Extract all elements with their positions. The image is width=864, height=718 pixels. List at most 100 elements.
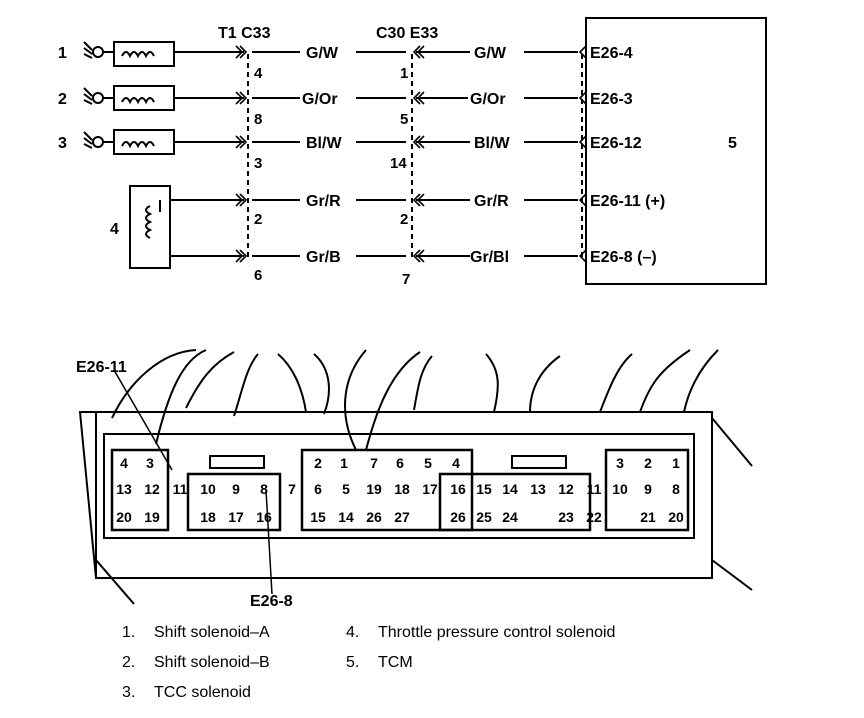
pin-number: 27 <box>394 509 410 525</box>
pin-number: 12 <box>144 481 160 497</box>
pin-number: 2 <box>644 455 652 471</box>
c30-pin-label: 7 <box>402 271 410 288</box>
pin-number: 18 <box>394 481 410 497</box>
pin-number: 4 <box>452 455 460 471</box>
solenoid-2-symbol <box>83 85 244 111</box>
pin-number: 6 <box>314 481 322 497</box>
pin-number: 25 <box>476 509 492 525</box>
pin-number: 15 <box>476 481 492 497</box>
pin-number: 1 <box>672 455 680 471</box>
component-number-2: 2 <box>58 91 67 108</box>
legend-item: 5. TCM <box>346 654 413 672</box>
connector-t1-label: T1 C33 <box>218 25 271 42</box>
legend-item: 1. Shift solenoid–A <box>122 624 270 642</box>
pin-number: 13 <box>116 481 132 497</box>
solenoid-3-symbol <box>83 129 244 155</box>
legend-number: 2. <box>122 654 136 671</box>
tcm-number: 5 <box>728 135 737 152</box>
pin-number: 23 <box>558 509 574 525</box>
pin-number: 24 <box>502 509 518 525</box>
pin-number: 26 <box>450 509 466 525</box>
connector-arrows <box>235 45 587 263</box>
connector-c30-label: C30 E33 <box>376 25 438 42</box>
pin-number: 20 <box>116 509 132 525</box>
component-number-1: 1 <box>58 45 67 62</box>
tcm-pin-label: E26-12 <box>590 135 642 152</box>
pin-number: 15 <box>310 509 326 525</box>
wire-label-left: Gr/B <box>306 249 341 266</box>
key-slot-right <box>511 455 567 469</box>
tcm-pin-label: E26-4 <box>590 45 633 62</box>
c30-pin-label: 1 <box>400 65 408 82</box>
pin-number: 10 <box>200 481 216 497</box>
pin-number: 10 <box>612 481 628 497</box>
wire-label-left: G/W <box>306 45 339 62</box>
pin-number: 19 <box>144 509 160 525</box>
callout-label-e26-8: E26-8 <box>250 593 293 610</box>
key-slot-left <box>209 455 265 469</box>
legend-text: Throttle pressure control solenoid <box>378 624 616 641</box>
pin-number: 8 <box>260 481 268 497</box>
legend-item: 3.TCC solenoid <box>122 684 251 702</box>
callout-line-e26-11 <box>113 369 173 471</box>
pin-group-right <box>604 448 690 532</box>
wire-label-right: Bl/W <box>474 135 510 152</box>
pin-number: 17 <box>228 509 244 525</box>
pin-number: 6 <box>396 455 404 471</box>
wires <box>252 51 578 257</box>
c30-pin-label: 5 <box>400 111 408 128</box>
solenoid-4-symbol <box>129 185 244 269</box>
pin-number: 3 <box>146 455 154 471</box>
legend-item: 4. Throttle pressure control solenoid <box>346 624 615 642</box>
pin-number: 20 <box>668 509 684 525</box>
pin-number: 9 <box>232 481 240 497</box>
tcm-pin-label: E26-8 (–) <box>590 249 657 266</box>
wire-label-right: G/Or <box>470 91 506 108</box>
legend-text: Shift solenoid–B <box>154 654 270 671</box>
legend: 1. Shift solenoid–A 2. Shift solenoid–B 3.… <box>122 624 722 716</box>
legend-number: 4. <box>346 624 360 641</box>
t1-pin-label: 2 <box>254 211 262 228</box>
pin-number: 3 <box>616 455 624 471</box>
pin-number: 11 <box>587 481 602 497</box>
callout-label-e26-11: E26-11 <box>76 359 127 376</box>
pin-number: 14 <box>502 481 518 497</box>
wire-label-left: Bl/W <box>306 135 342 152</box>
legend-number: 5. <box>346 654 360 671</box>
legend-item: 2. Shift solenoid–B <box>122 654 270 672</box>
pin-group-center-right <box>438 472 592 532</box>
pin-number: 16 <box>256 509 272 525</box>
wire-label-right: Gr/Bl <box>470 249 509 266</box>
wire-label-right: Gr/R <box>474 193 509 210</box>
tcm-pin-label: E26-3 <box>590 91 633 108</box>
pin-number: 4 <box>120 455 128 471</box>
pin-group-center-left <box>186 472 282 532</box>
t1-pin-label: 4 <box>254 65 263 82</box>
ecu-connector-housing <box>78 411 753 605</box>
tcm-box <box>585 17 767 285</box>
pin-number: 1 <box>340 455 348 471</box>
legend-text: TCM <box>378 654 413 671</box>
wire-label-right: G/W <box>474 45 507 62</box>
pin-number: 2 <box>314 455 322 471</box>
pin-number: 7 <box>370 455 378 471</box>
pin-number: 16 <box>450 481 466 497</box>
pin-number: 11 <box>173 481 188 497</box>
legend-number: 3. <box>122 684 136 701</box>
harness-wires <box>111 349 719 451</box>
t1-pin-label: 6 <box>254 267 262 284</box>
pin-number: 26 <box>366 509 382 525</box>
pin-group-center <box>300 448 474 532</box>
legend-number: 1. <box>122 624 136 641</box>
c30-pin-label: 2 <box>400 211 408 228</box>
legend-text: Shift solenoid–A <box>154 624 270 641</box>
pin-number: 18 <box>200 509 216 525</box>
pin-group-left <box>110 448 170 532</box>
pin-number: 17 <box>422 481 438 497</box>
pin-number: 21 <box>640 509 656 525</box>
pin-number: 5 <box>342 481 350 497</box>
t1-pin-label: 8 <box>254 111 262 128</box>
pin-number: 12 <box>558 481 574 497</box>
pin-number: 19 <box>366 481 382 497</box>
